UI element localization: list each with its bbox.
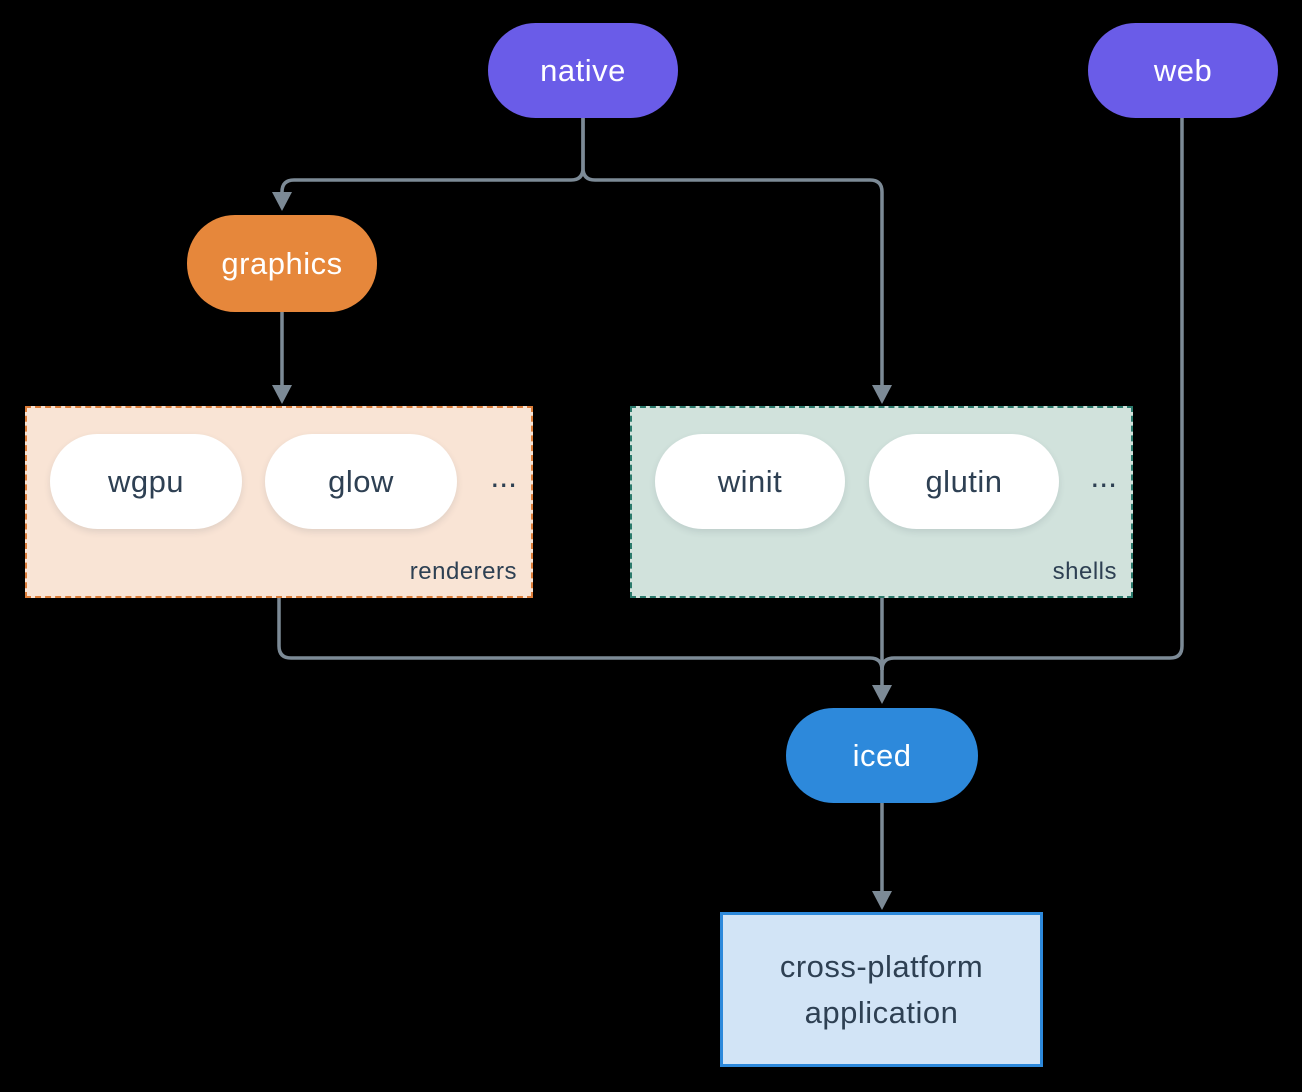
node-glutin: glutin: [869, 434, 1059, 529]
shells-ellipsis: ...: [1090, 458, 1117, 494]
node-winit: winit: [655, 434, 845, 529]
group-shells: winit glutin ... shells: [630, 406, 1133, 598]
node-graphics: graphics: [187, 215, 377, 312]
arrowhead-shells: [872, 385, 892, 404]
arrowhead-iced: [872, 685, 892, 704]
node-glow: glow: [265, 434, 457, 529]
arrowhead-graphics: [272, 192, 292, 211]
node-native: native: [488, 23, 678, 118]
node-graphics-label: graphics: [221, 245, 343, 281]
node-iced-label: iced: [852, 737, 912, 773]
renderers-ellipsis: ...: [490, 458, 517, 494]
shells-group-label: shells: [1052, 558, 1117, 585]
arrowhead-renderers: [272, 385, 292, 404]
group-renderers: wgpu glow ... renderers: [25, 406, 533, 598]
node-iced: iced: [786, 708, 978, 803]
renderers-group-label: renderers: [409, 558, 517, 585]
node-wgpu: wgpu: [50, 434, 242, 529]
node-web-label: web: [1153, 52, 1213, 88]
node-wgpu-label: wgpu: [107, 463, 185, 499]
node-winit-label: winit: [717, 463, 783, 499]
edge-native-graphics: [280, 118, 585, 193]
node-web: web: [1088, 23, 1278, 118]
node-application: cross-platform application: [720, 912, 1043, 1067]
node-glow-label: glow: [328, 463, 394, 499]
node-application-label: cross-platform application: [779, 948, 984, 1030]
node-native-label: native: [540, 52, 626, 88]
edge-native-shells: [581, 118, 884, 386]
node-glutin-label: glutin: [925, 463, 1003, 499]
edge-renderers-iced: [277, 598, 884, 671]
arrowhead-application: [872, 891, 892, 910]
